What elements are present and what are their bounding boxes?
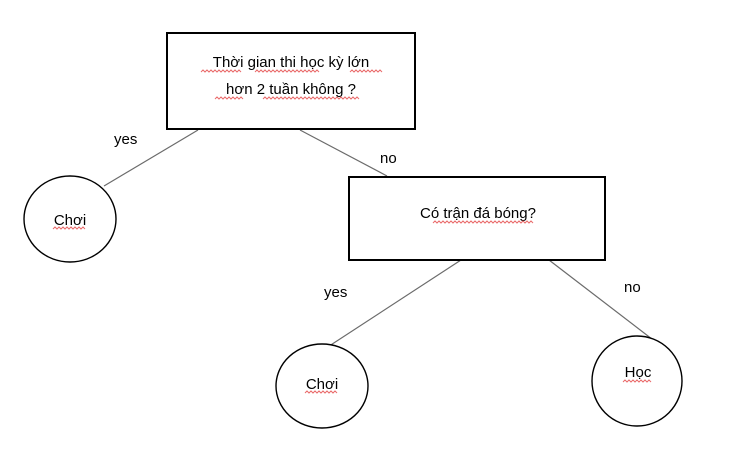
edge-decision-to-leaf-mid — [319, 259, 462, 353]
spellcheck-underline — [304, 390, 338, 394]
edge-decision-to-leaf-right — [548, 259, 662, 347]
edge-root-to-leaf-left — [103, 129, 199, 187]
spellcheck-underline — [349, 69, 383, 73]
leaf-left-label: Chơi — [54, 212, 86, 229]
root-node-box — [166, 32, 416, 130]
leaf-mid-label: Chơi — [306, 376, 338, 393]
spellcheck-underline — [432, 220, 534, 224]
decision-node: Có trận đá bóng? — [348, 176, 606, 261]
spellcheck-underline — [254, 69, 320, 73]
leaf-mid-circle — [275, 343, 369, 429]
spellcheck-underline — [52, 226, 86, 230]
decision-node-label: Có trận đá bóng? — [420, 205, 536, 222]
leaf-node-left: Chơi — [23, 175, 117, 263]
spellcheck-underline — [622, 379, 652, 383]
spellcheck-underline — [262, 96, 360, 100]
leaf-left-circle — [23, 175, 117, 263]
spellcheck-underline — [214, 96, 244, 100]
spellcheck-underline — [200, 69, 242, 73]
leaf-node-right: Học — [591, 335, 683, 427]
edge-label-root-no: no — [380, 150, 397, 167]
edge-label-decision-no: no — [624, 279, 641, 296]
root-node-line2: hơn 2 tuần không ? — [226, 81, 356, 98]
root-node: Thời gian thi học kỳ lớn hơn 2 tuần khôn… — [166, 32, 416, 130]
edge-label-root-yes: yes — [114, 131, 137, 148]
edge-label-decision-yes: yes — [324, 284, 347, 301]
leaf-right-circle — [591, 335, 683, 427]
edge-root-to-decision — [299, 129, 388, 177]
decision-node-box — [348, 176, 606, 261]
leaf-node-mid: Chơi — [275, 343, 369, 429]
root-node-line1: Thời gian thi học kỳ lớn — [213, 54, 369, 71]
leaf-right-label: Học — [625, 364, 652, 381]
